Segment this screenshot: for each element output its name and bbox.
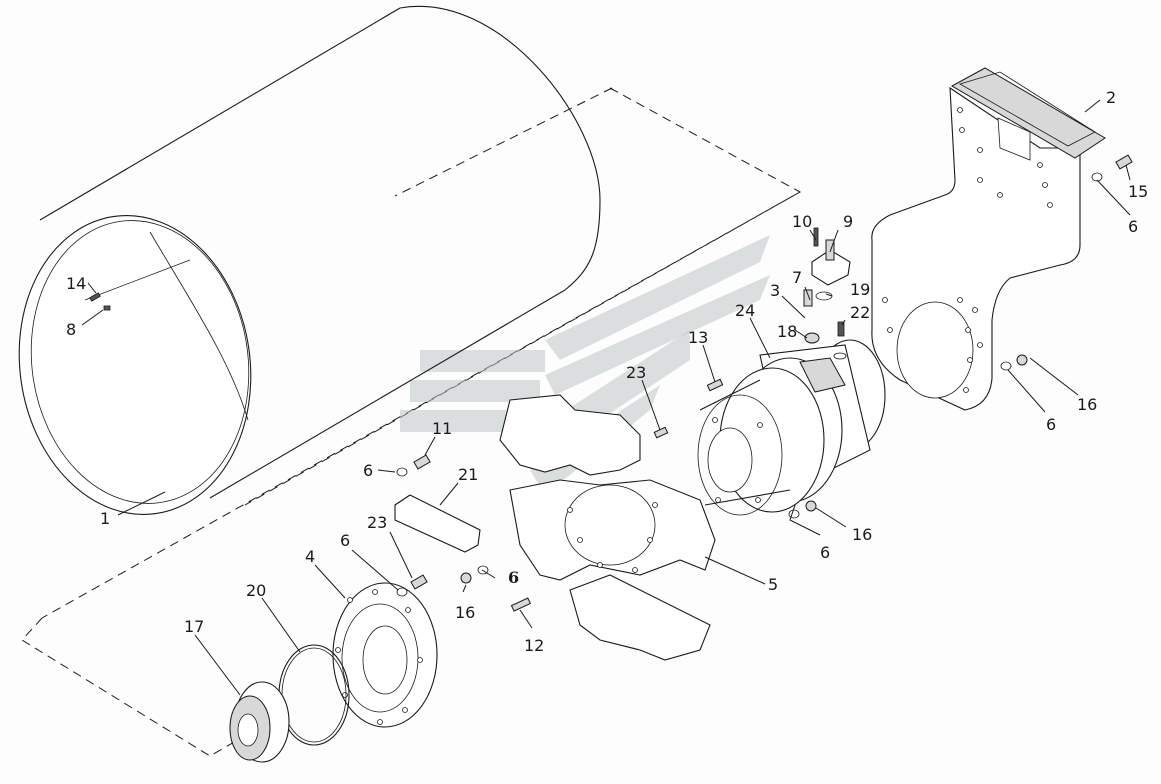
callout-16a: 16 — [455, 603, 475, 622]
callout-7: 7 — [792, 268, 802, 287]
assembly-envelope — [21, 87, 802, 757]
callout-6d: 6 — [820, 543, 830, 562]
callout-20: 20 — [246, 581, 266, 600]
callout-labels: 1 2 3 4 5 6 6 6 6 6 6 7 8 9 10 11 12 13 … — [66, 88, 1148, 655]
callout-13: 13 — [688, 328, 708, 347]
o-ring — [278, 644, 350, 746]
callout-9: 9 — [843, 212, 853, 231]
callout-3: 3 — [770, 281, 780, 300]
callout-15: 15 — [1128, 182, 1148, 201]
callout-24: 24 — [735, 301, 755, 320]
drum-shell — [18, 5, 601, 515]
callout-2: 2 — [1106, 88, 1116, 107]
callout-11: 11 — [432, 419, 452, 438]
callout-6c: 6 — [508, 568, 519, 587]
valve-block — [803, 227, 851, 360]
drive-motor-housing — [697, 339, 886, 516]
callout-4: 4 — [305, 547, 315, 566]
callout-16b: 16 — [852, 525, 872, 544]
callout-19: 19 — [850, 280, 870, 299]
callout-14: 14 — [66, 274, 86, 293]
callout-22: 22 — [850, 303, 870, 322]
callout-6f: 6 — [1128, 217, 1138, 236]
plate-bolt-holes — [567, 502, 658, 573]
flange — [332, 582, 438, 728]
callout-23a: 23 — [367, 513, 387, 532]
callout-21: 21 — [458, 465, 478, 484]
callout-10: 10 — [792, 212, 812, 231]
callout-8: 8 — [66, 320, 76, 339]
callout-16c: 16 — [1077, 395, 1097, 414]
cover-bar — [394, 494, 481, 553]
leader-lines — [81, 99, 1131, 696]
callout-18: 18 — [777, 322, 797, 341]
adapter-plates — [499, 394, 716, 661]
callout-1: 1 — [100, 509, 110, 528]
callout-17: 17 — [184, 617, 204, 636]
mounting-bracket — [871, 67, 1106, 411]
bearing — [229, 681, 290, 763]
callout-5: 5 — [768, 575, 778, 594]
bracket-bolt-holes — [882, 107, 1053, 393]
callout-6a: 6 — [363, 461, 373, 480]
callout-23b: 23 — [626, 363, 646, 382]
callout-6e: 6 — [1046, 415, 1056, 434]
callout-12: 12 — [524, 636, 544, 655]
callout-6b: 6 — [340, 531, 350, 550]
